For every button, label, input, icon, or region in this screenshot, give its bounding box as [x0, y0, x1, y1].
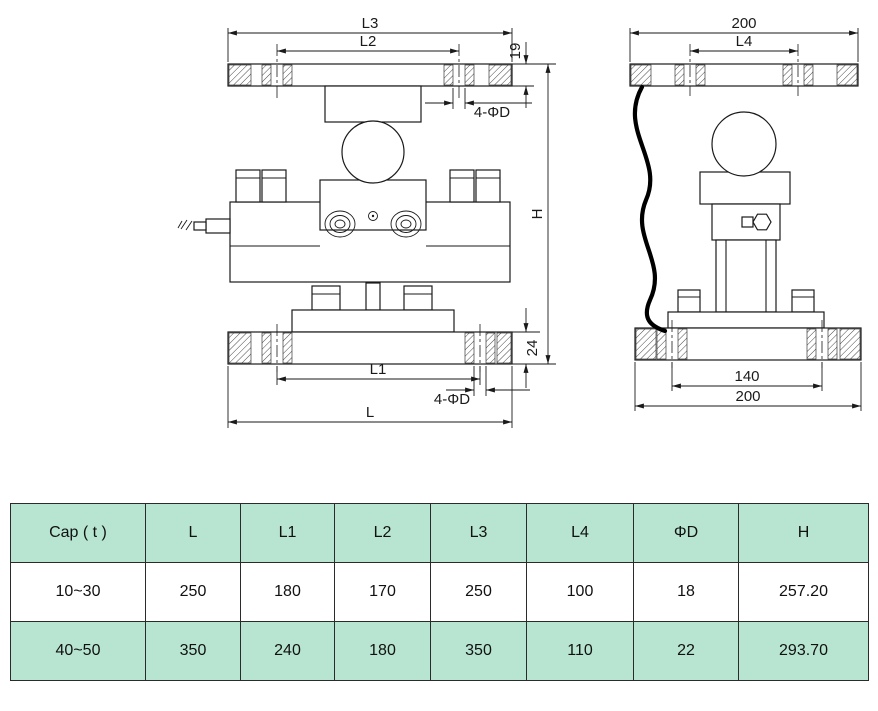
header-l: L	[145, 503, 241, 563]
side-dimensions: 200 L4 140 200	[629, 15, 862, 411]
header-l1: L1	[240, 503, 335, 563]
front-ball	[341, 120, 405, 184]
dim-label-24: 24	[524, 340, 541, 357]
cell-l1: 180	[240, 562, 335, 622]
cell-l: 350	[145, 621, 241, 681]
side-top-plate	[629, 44, 859, 96]
dim-label-holes-top: 4-ΦD	[474, 104, 510, 121]
cell-l1: 240	[240, 621, 335, 681]
cell-phid: 18	[633, 562, 739, 622]
header-h: H	[738, 503, 869, 563]
front-top-plate	[227, 44, 513, 98]
cell-l: 250	[145, 562, 241, 622]
cell-l4: 100	[526, 562, 634, 622]
dim-label-l4: L4	[736, 33, 753, 50]
front-lower-assembly	[291, 282, 455, 333]
spec-table-container: Cap ( t ) L L1 L2 L3 L4 ΦD H 10~30 250 1…	[10, 503, 878, 681]
header-l4: L4	[526, 503, 634, 563]
side-bottom-plate	[634, 320, 862, 368]
dim-label-19: 19	[507, 43, 524, 60]
dim-label-200-top: 200	[731, 15, 756, 32]
dim-label-l1: L1	[370, 361, 387, 378]
cell-l3: 250	[430, 562, 527, 622]
dim-label-200-bottom: 200	[735, 388, 760, 405]
load-cell-drawing: L3 L2 19 4-ΦD H 24	[177, 15, 862, 428]
front-view: L3 L2 19 4-ΦD H 24	[177, 15, 556, 428]
dim-label-holes-bottom: 4-ΦD	[434, 391, 470, 408]
header-l2: L2	[334, 503, 431, 563]
spec-table: Cap ( t ) L L1 L2 L3 L4 ΦD H 10~30 250 1…	[10, 503, 869, 681]
front-load-cell-body	[177, 169, 511, 283]
spiral-washer-right	[390, 210, 422, 238]
cell-l4: 110	[526, 621, 634, 681]
side-body	[667, 171, 825, 329]
table-row-10-30: 10~30 250 180 170 250 100 18 257.20	[10, 562, 869, 622]
cell-h: 293.70	[738, 621, 869, 681]
spiral-washer-left	[324, 210, 356, 238]
cable-gland	[177, 218, 231, 234]
cell-l2: 170	[334, 562, 431, 622]
side-view: 200 L4 140 200	[629, 15, 862, 411]
dim-label-l2: L2	[360, 33, 377, 50]
side-ball	[711, 111, 777, 177]
header-cap: Cap ( t )	[10, 503, 146, 563]
cell-h: 257.20	[738, 562, 869, 622]
dim-label-140: 140	[734, 368, 759, 385]
table-row-40-50: 40~50 350 240 180 350 110 22 293.70	[10, 621, 869, 681]
front-bottom-plate	[227, 324, 513, 372]
cell-l2: 180	[334, 621, 431, 681]
cell-phid: 22	[633, 621, 739, 681]
table-header-row: Cap ( t ) L L1 L2 L3 L4 ΦD H	[10, 503, 869, 563]
hex-bolt	[752, 213, 772, 231]
signal-cable	[632, 84, 668, 334]
cell-l3: 350	[430, 621, 527, 681]
header-l3: L3	[430, 503, 527, 563]
front-spacer-block	[324, 85, 422, 123]
front-dimensions: L3 L2 19 4-ΦD H 24	[227, 15, 556, 428]
dim-label-l3: L3	[362, 15, 379, 32]
cell-cap: 10~30	[10, 562, 146, 622]
dim-label-h: H	[529, 209, 546, 220]
dim-label-l: L	[366, 404, 374, 421]
cell-cap: 40~50	[10, 621, 146, 681]
technical-drawing-area: L3 L2 19 4-ΦD H 24	[177, 15, 862, 428]
header-phid: ΦD	[633, 503, 739, 563]
